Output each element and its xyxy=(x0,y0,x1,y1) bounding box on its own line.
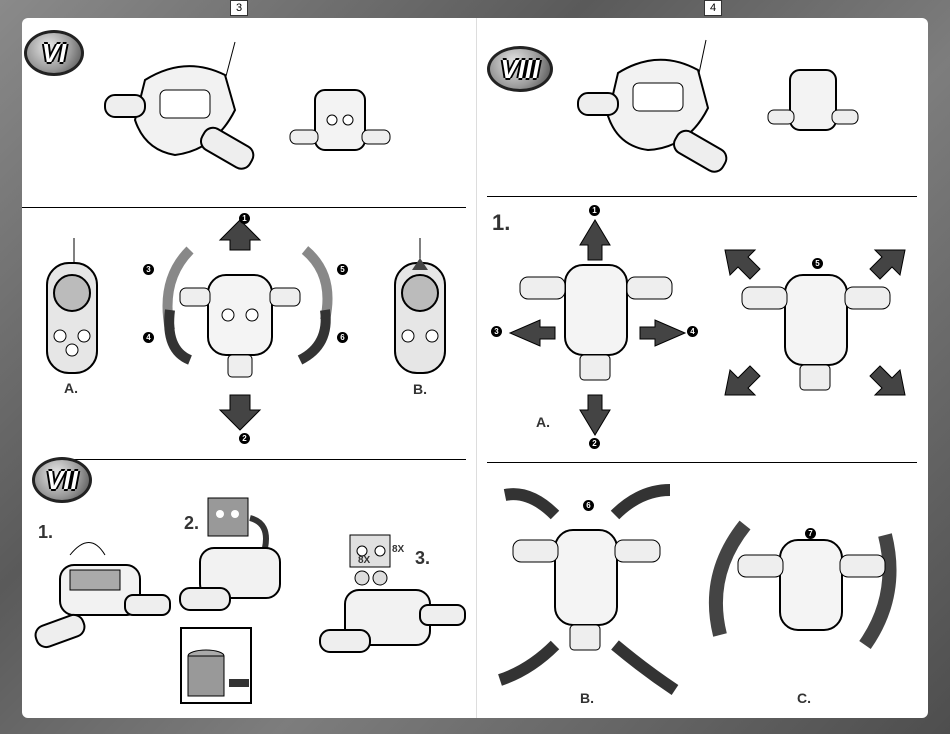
step-label-vii-1: 1. xyxy=(38,522,54,542)
robot-direction-diagram-viii-a xyxy=(508,219,687,436)
arrow-turn-left-down-icon xyxy=(164,309,193,365)
direction-number-viii-1: 1 xyxy=(589,205,600,216)
arrow-backward-icon xyxy=(579,394,611,436)
robot-direction-diagram-vi xyxy=(162,219,333,431)
remote-control-a xyxy=(46,238,98,374)
direction-number-4: 4 xyxy=(143,332,154,343)
section-badge-viii: VIII xyxy=(487,46,553,92)
direction-number-3: 3 xyxy=(143,264,154,275)
arrow-curve-up-left-icon xyxy=(503,488,560,520)
page-number-left: 3 xyxy=(230,0,248,16)
direction-number-viii-3: 3 xyxy=(491,326,502,337)
robot-drawing-viii-main xyxy=(577,39,728,173)
label-vi-a: A. xyxy=(64,380,78,396)
remote-control-b xyxy=(394,238,446,374)
arrow-forward-icon xyxy=(579,219,611,261)
direction-number-viii-7: 7 xyxy=(805,528,816,539)
battery-inset xyxy=(180,627,252,704)
robot-drawing-vii-step3 xyxy=(319,534,466,653)
divider-viii-top xyxy=(487,196,917,197)
page-number-right: 4 xyxy=(704,0,722,16)
arrow-curve-up-right-icon xyxy=(610,484,671,520)
step-label-vii-2: 2. xyxy=(184,513,200,533)
direction-number-viii-6: 6 xyxy=(583,500,594,511)
arrow-curve-down-right-icon xyxy=(611,640,679,695)
arrow-rotate-right-icon xyxy=(859,533,897,650)
robot-drawing-vii-step2 xyxy=(179,497,281,611)
label-viii-b: B. xyxy=(580,690,594,706)
step-label-vii-3: 3. xyxy=(415,548,431,568)
robot-drawing-vi-side xyxy=(289,89,391,151)
arrow-diagonal-down-right-icon xyxy=(869,365,906,396)
count-label-a: 8X xyxy=(358,555,371,566)
label-viii-a: A. xyxy=(536,414,550,430)
arrow-forward-icon xyxy=(218,219,262,251)
step-label-viii-1: 1. xyxy=(492,210,511,235)
section-badge-vii: VII xyxy=(32,457,92,503)
robot-drawing-viii-side xyxy=(767,69,859,131)
arrow-diagonal-up-left-icon xyxy=(724,249,761,280)
page-gutter xyxy=(476,18,477,718)
direction-number-5: 5 xyxy=(337,264,348,275)
direction-number-2: 2 xyxy=(239,433,250,444)
robot-drawing-vii-step1 xyxy=(34,542,171,649)
divider-vii xyxy=(70,459,466,460)
arrow-curve-down-left-icon xyxy=(498,640,560,686)
arrow-turn-right-down-icon xyxy=(297,309,331,365)
arrow-turn-right-up-icon xyxy=(301,246,333,322)
arrow-rotate-left-icon xyxy=(708,520,751,637)
label-viii-c: C. xyxy=(797,690,811,706)
direction-number-1: 1 xyxy=(239,213,250,224)
section-badge-vi: VI xyxy=(24,30,84,76)
direction-number-viii-4: 4 xyxy=(687,326,698,337)
robot-drawing-vi-main xyxy=(104,41,255,170)
direction-number-viii-5: 5 xyxy=(812,258,823,269)
arrow-right-icon xyxy=(639,319,687,347)
direction-number-viii-2: 2 xyxy=(589,438,600,449)
robot-diagonal-diagram-viii xyxy=(724,249,906,396)
arrow-left-icon xyxy=(508,319,556,347)
robot-rotate-diagram-viii-c xyxy=(708,520,897,650)
label-vi-b: B. xyxy=(413,381,427,397)
count-label-b: 8X xyxy=(392,544,405,555)
arrow-backward-icon xyxy=(218,394,262,431)
divider-vi xyxy=(22,207,466,208)
robot-spin-diagram-viii-b xyxy=(498,484,679,695)
direction-number-6: 6 xyxy=(337,332,348,343)
divider-viii-mid xyxy=(487,462,917,463)
arrow-diagonal-up-right-icon xyxy=(869,249,906,280)
arrow-diagonal-down-left-icon xyxy=(724,365,761,396)
